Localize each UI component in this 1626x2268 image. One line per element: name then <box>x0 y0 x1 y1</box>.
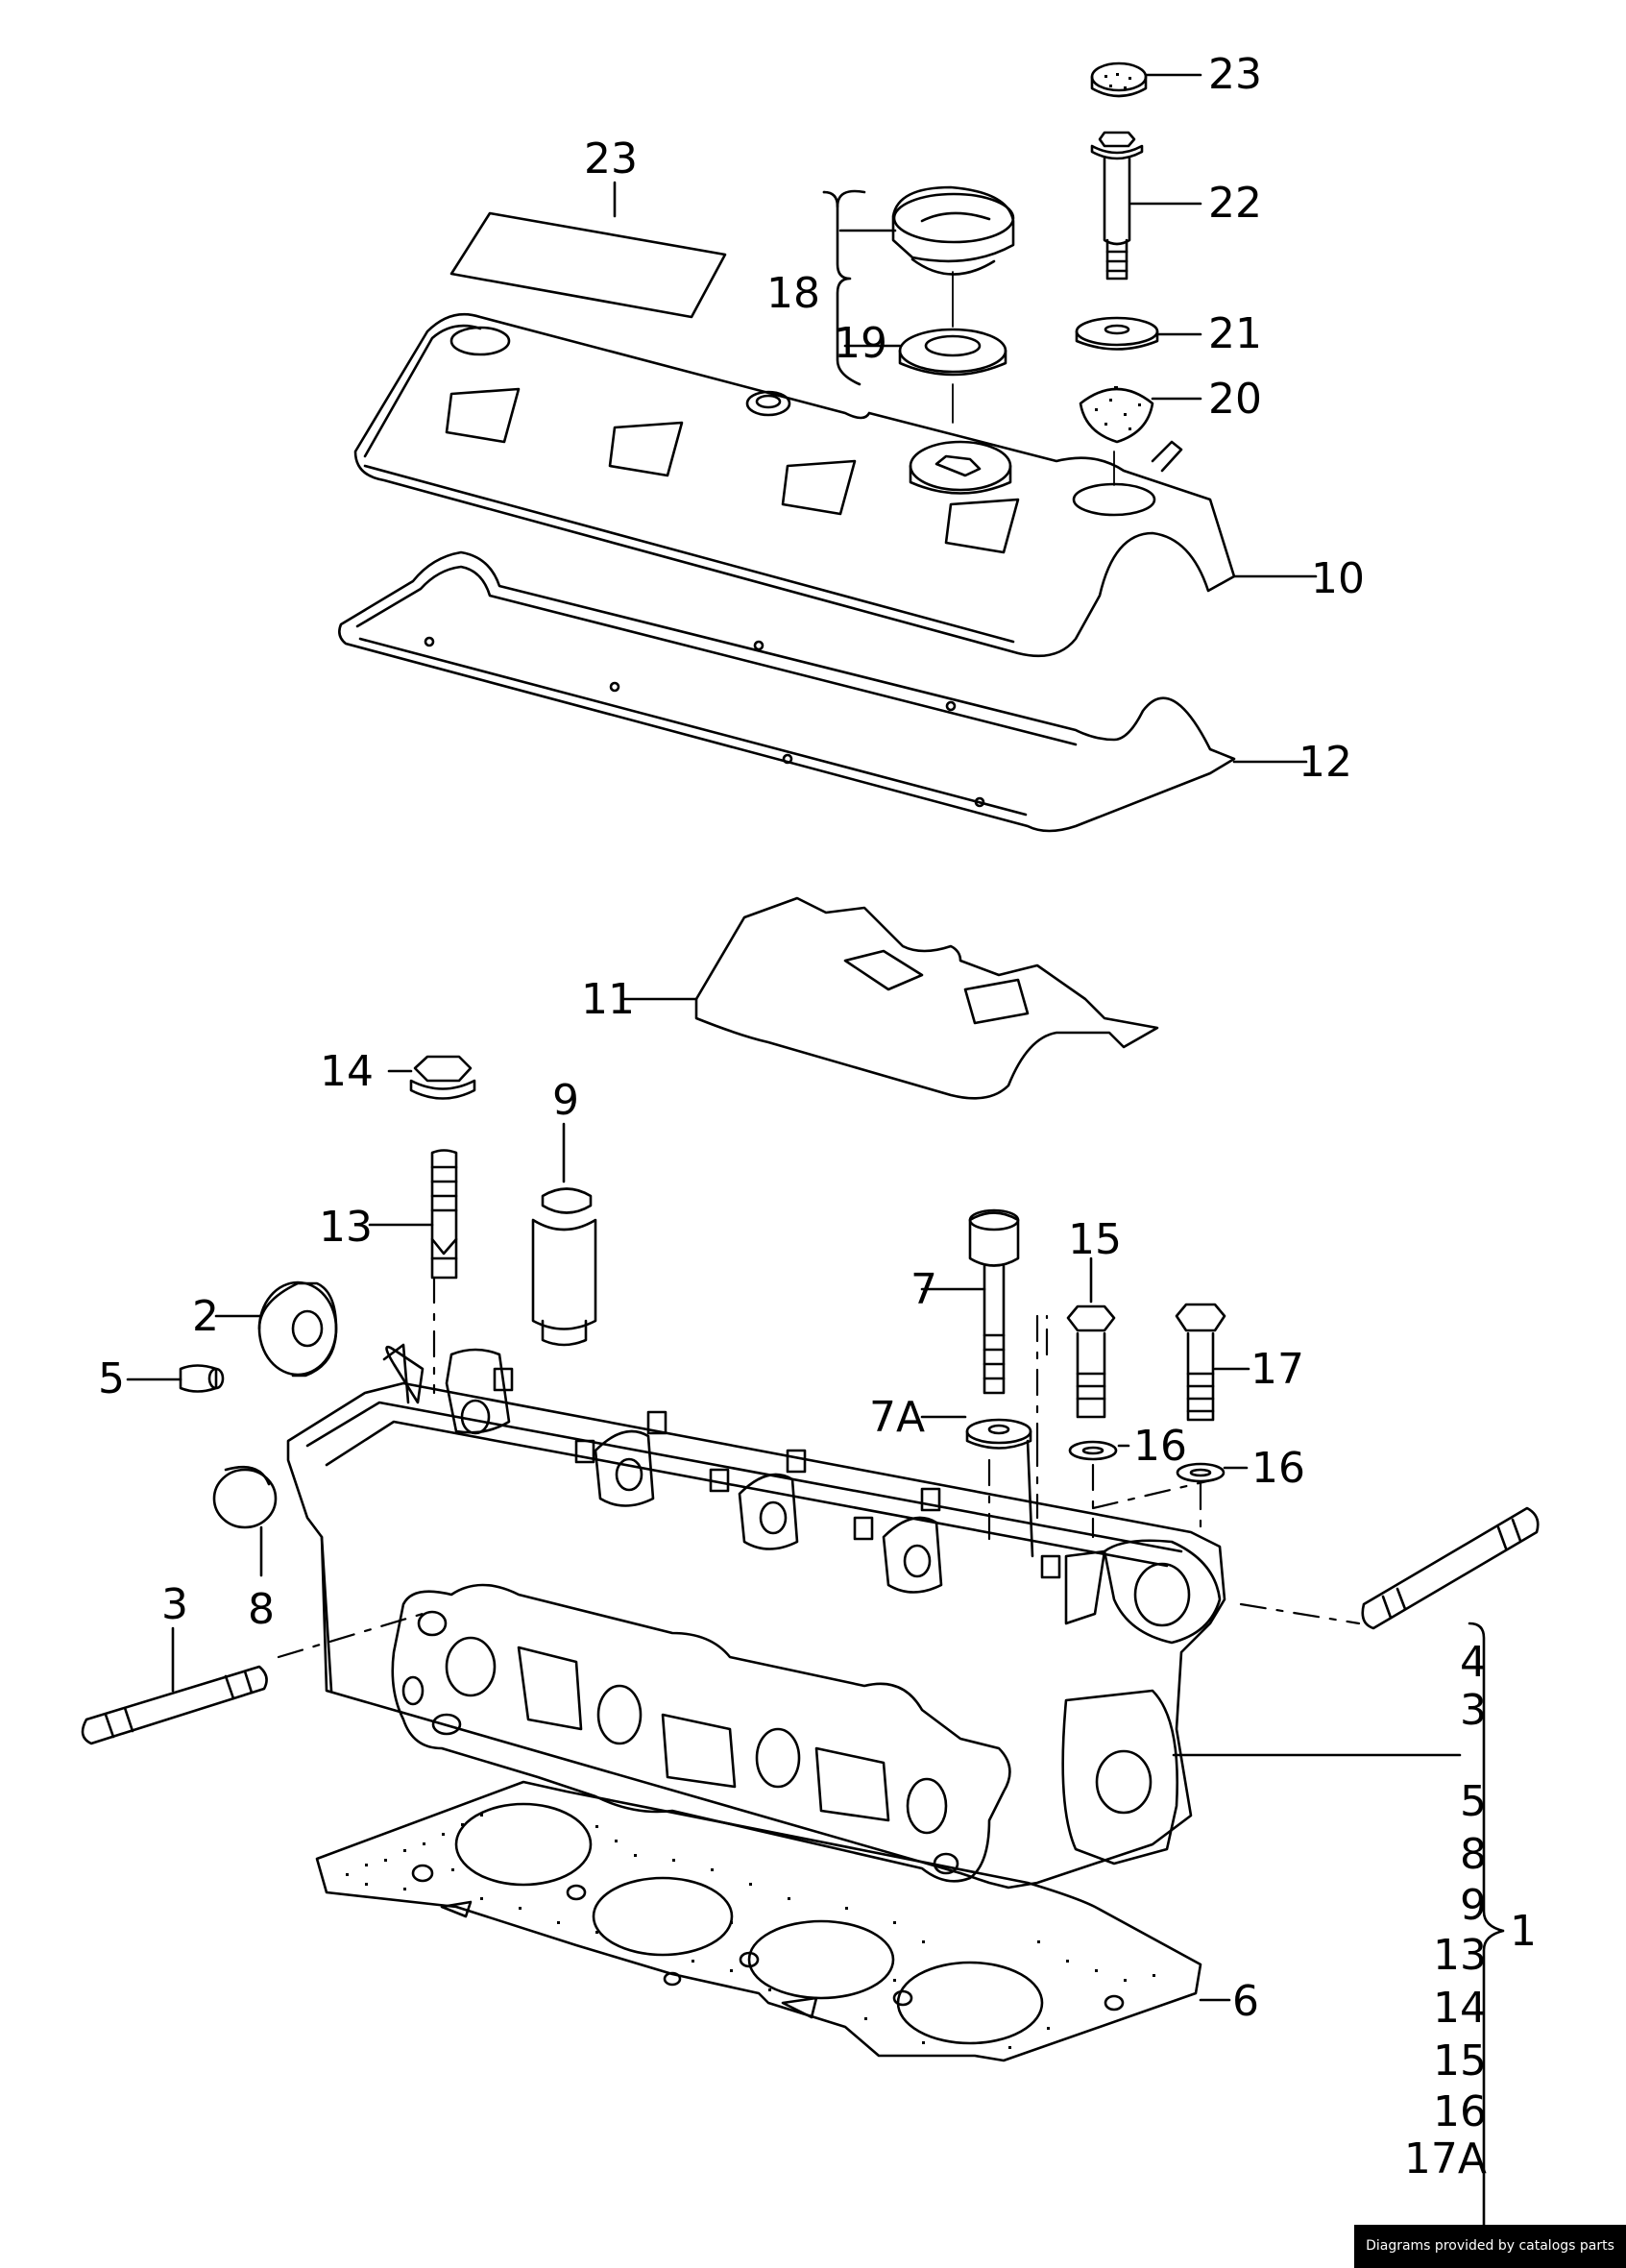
kit-item: 16 <box>1433 2087 1487 2136</box>
gasket-23-left <box>449 181 727 319</box>
label-11: 11 <box>581 975 635 1024</box>
label-16a: 16 <box>1133 1422 1187 1471</box>
bolt-15 <box>1066 1256 1116 1419</box>
label-1: 1 <box>1510 1907 1537 1956</box>
label-6: 6 <box>1232 1977 1259 2026</box>
plug-8 <box>212 1465 278 1577</box>
kit-item: 15 <box>1433 2036 1487 2085</box>
cap-23 <box>1090 61 1202 98</box>
label-19: 19 <box>834 319 887 368</box>
label-10: 10 <box>1311 554 1365 603</box>
kit-item: 4 <box>1460 1638 1487 1687</box>
stud-3 <box>81 1626 268 1745</box>
label-16b: 16 <box>1251 1444 1305 1493</box>
stud-4 <box>1361 1506 1540 1630</box>
kit-item: 13 <box>1433 1931 1487 1980</box>
baffle-11 <box>622 896 1159 1100</box>
label-12: 12 <box>1298 738 1352 787</box>
label-22: 22 <box>1208 179 1262 228</box>
label-23-top: 23 <box>1208 50 1262 99</box>
kit-item: 3 <box>1460 1686 1487 1735</box>
bracket-18-upper <box>836 189 866 208</box>
washer-16a <box>1068 1440 1130 1461</box>
kit-item: 8 <box>1460 1830 1487 1879</box>
kit-list: 4 3 5 8 9 13 14 15 16 17A <box>1404 1638 1487 2183</box>
label-5: 5 <box>98 1354 125 1403</box>
label-9: 9 <box>552 1076 579 1125</box>
washer-16b <box>1176 1462 1249 1483</box>
credit-badge: Diagrams provided by catalogs parts <box>1354 2225 1626 2268</box>
label-7a: 7A <box>869 1393 925 1442</box>
guide-9 <box>531 1122 597 1347</box>
label-3: 3 <box>161 1580 188 1629</box>
bolt-17 <box>1175 1303 1250 1422</box>
bolt-22 <box>1090 131 1202 280</box>
label-20: 20 <box>1208 375 1262 424</box>
bracket-18 <box>822 190 862 386</box>
washer-7a <box>920 1415 1032 1450</box>
stud-13 <box>368 1149 458 1280</box>
kit-item: 14 <box>1433 1984 1487 2033</box>
label-7: 7 <box>910 1265 937 1314</box>
valve-cover-10 <box>353 312 1318 658</box>
label-8: 8 <box>248 1585 275 1634</box>
washer-21 <box>1075 316 1202 351</box>
alignment-lines <box>277 1276 1361 1659</box>
nut-14 <box>387 1055 476 1100</box>
kit-item: 5 <box>1460 1777 1487 1826</box>
label-17: 17 <box>1250 1345 1304 1394</box>
label-21: 21 <box>1208 309 1262 358</box>
label-15: 15 <box>1068 1215 1122 1264</box>
pin-5 <box>126 1364 225 1393</box>
label-23-left: 23 <box>584 134 638 183</box>
kit-item: 17A <box>1404 2134 1487 2183</box>
label-14: 14 <box>320 1047 374 1096</box>
grommet-20 <box>1079 386 1202 444</box>
oil-cap-18 <box>838 185 1015 276</box>
label-2: 2 <box>192 1292 219 1341</box>
label-18: 18 <box>766 269 820 318</box>
label-13: 13 <box>319 1203 373 1252</box>
gasket-12 <box>338 550 1308 833</box>
head-gasket-6 <box>315 1780 1231 2062</box>
seal-19 <box>843 271 1007 424</box>
kit-item: 9 <box>1460 1881 1487 1930</box>
cylinder-head-1 <box>286 1343 1462 1890</box>
seal-2 <box>214 1280 338 1378</box>
bolt-7 <box>920 1208 1020 1395</box>
